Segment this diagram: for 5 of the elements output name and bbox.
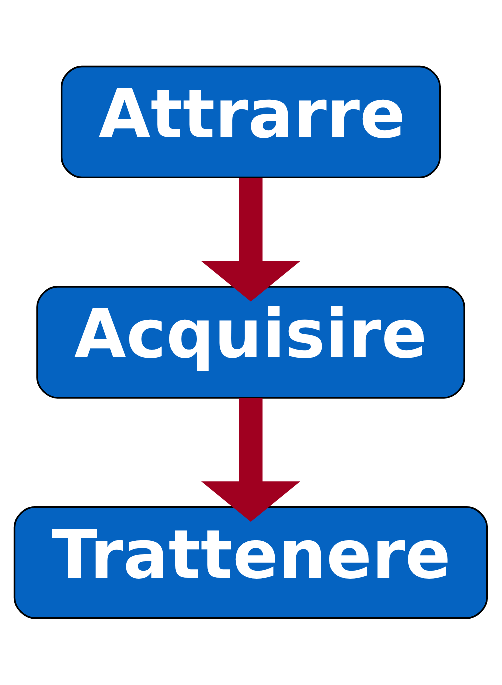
arrow bbox=[201, 178, 301, 302]
node-box: Acquisire bbox=[36, 286, 466, 399]
node-box: Attrarre bbox=[60, 66, 442, 179]
arrow bbox=[202, 398, 300, 522]
node-box: Trattenere bbox=[14, 506, 488, 620]
